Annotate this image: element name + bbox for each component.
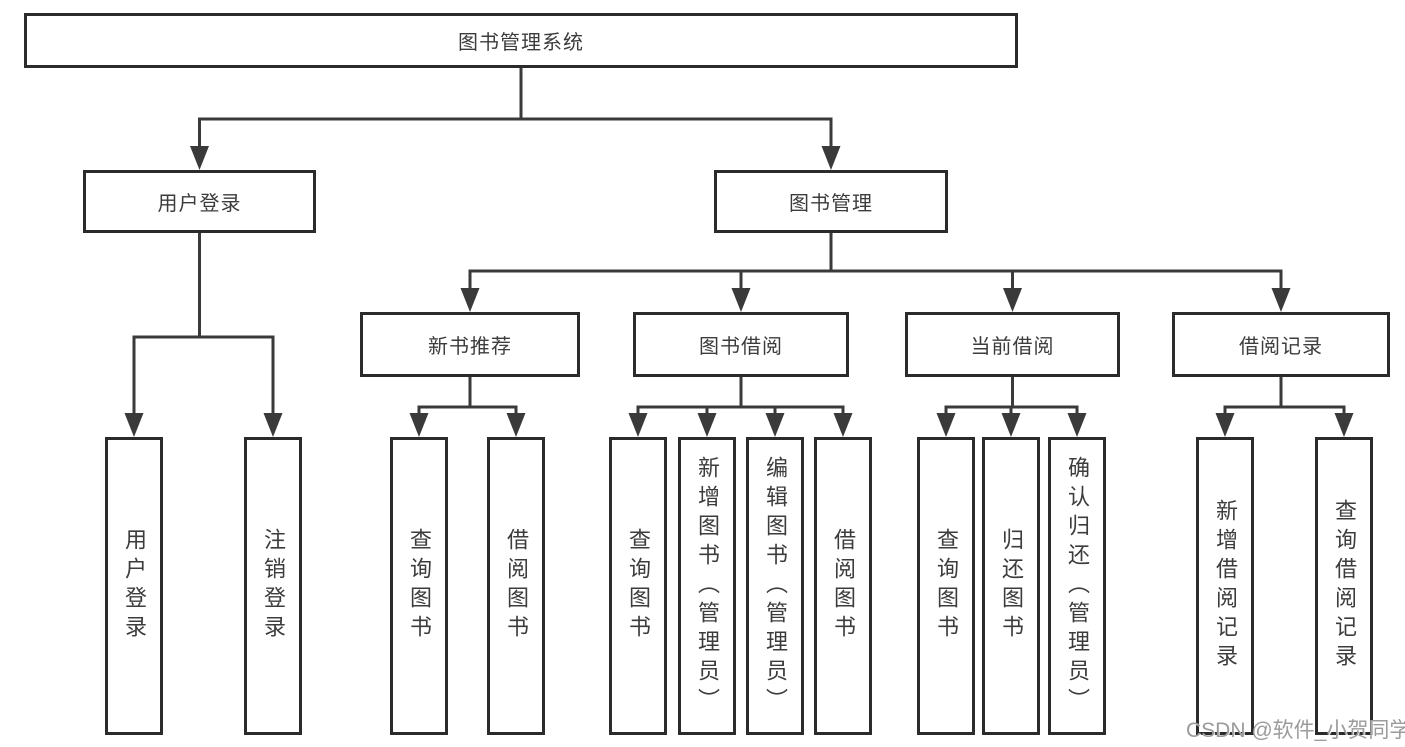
arrowhead-icon xyxy=(765,413,785,437)
node-leaf-bb-borrow: 借阅图书 xyxy=(814,437,872,735)
arrowhead-icon xyxy=(1271,288,1291,312)
node-leaf-cb-confirm: 确认归还（管理员） xyxy=(1048,437,1106,735)
arrowhead-icon xyxy=(936,413,956,437)
node-borrowing-records: 借阅记录 xyxy=(1172,312,1390,377)
arrowhead-icon xyxy=(460,288,480,312)
arrowhead-icon xyxy=(821,146,841,170)
arrowhead-icon xyxy=(506,413,526,437)
node-new-book-recommend: 新书推荐 xyxy=(360,312,580,377)
node-leaf-user-login: 用户登录 xyxy=(105,437,163,735)
node-current-borrowing: 当前借阅 xyxy=(905,312,1120,377)
arrowhead-icon xyxy=(1067,413,1087,437)
arrowhead-icon xyxy=(697,413,717,437)
node-leaf-cb-query: 查询图书 xyxy=(917,437,975,735)
arrowhead-icon xyxy=(1334,413,1354,437)
arrowhead-icon xyxy=(1003,288,1022,312)
node-leaf-nb-borrow: 借阅图书 xyxy=(487,437,545,735)
arrowhead-icon xyxy=(409,413,429,437)
arrowhead-icon xyxy=(263,413,283,437)
node-root: 图书管理系统 xyxy=(24,13,1018,68)
node-leaf-bb-query: 查询图书 xyxy=(609,437,667,735)
arrowhead-icon xyxy=(731,288,751,312)
node-leaf-cb-return: 归还图书 xyxy=(982,437,1040,735)
arrowhead-icon xyxy=(833,413,853,437)
node-leaf-bb-add: 新增图书（管理员） xyxy=(678,437,736,735)
arrowhead-icon xyxy=(1215,413,1235,437)
watermark: CSDN @软件_小贺同学 xyxy=(1186,719,1405,742)
node-leaf-logout: 注销登录 xyxy=(244,437,302,735)
node-leaf-bb-edit: 编辑图书（管理员） xyxy=(746,437,804,735)
node-leaf-nb-query: 查询图书 xyxy=(390,437,448,735)
node-leaf-br-query: 查询借阅记录 xyxy=(1315,437,1373,735)
node-book-management: 图书管理 xyxy=(714,170,948,233)
arrowhead-icon xyxy=(190,146,209,170)
arrowhead-icon xyxy=(124,413,144,437)
arrowhead-icon xyxy=(1001,413,1021,437)
node-leaf-br-add: 新增借阅记录 xyxy=(1196,437,1254,735)
node-book-borrowing: 图书借阅 xyxy=(633,312,849,377)
node-user-login: 用户登录 xyxy=(83,170,316,233)
arrowhead-icon xyxy=(628,413,648,437)
